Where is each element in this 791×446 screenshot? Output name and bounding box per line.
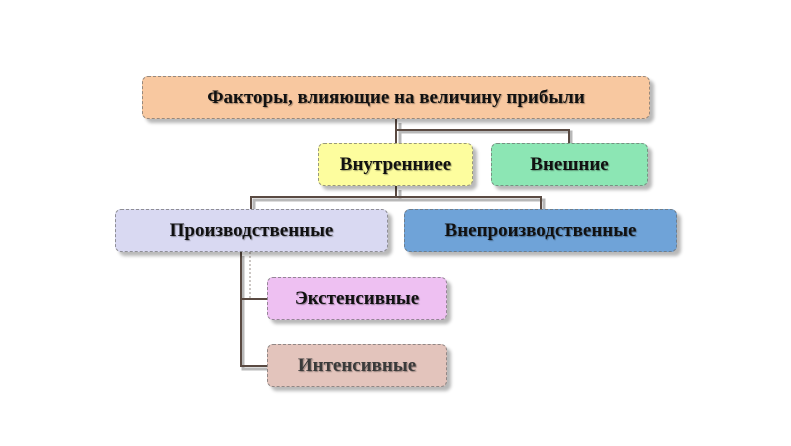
node-label: Производственные [169,219,334,241]
connector-production-children [240,252,269,371]
connector-internal-children [250,186,546,211]
node-intensive: Интенсивные [267,344,447,387]
node-external: Внешние [491,143,648,186]
connector-root-children [395,119,573,145]
node-extensive: Экстенсивные [267,277,447,320]
node-internal: Внутренниее [318,143,473,186]
node-label: Факторы, влияющие на величину прибыли [207,86,585,108]
node-label: Внешние [530,153,609,175]
node-label: Экстенсивные [294,287,420,309]
node-nonproduction: Внепроизводственные [404,209,677,252]
node-label: Внепроизводственные [444,219,637,241]
node-profit-factors: Факторы, влияющие на величину прибыли [142,76,650,119]
node-label: Интенсивные [297,354,417,376]
node-label: Внутренниее [339,153,452,175]
node-production: Производственные [115,209,388,252]
